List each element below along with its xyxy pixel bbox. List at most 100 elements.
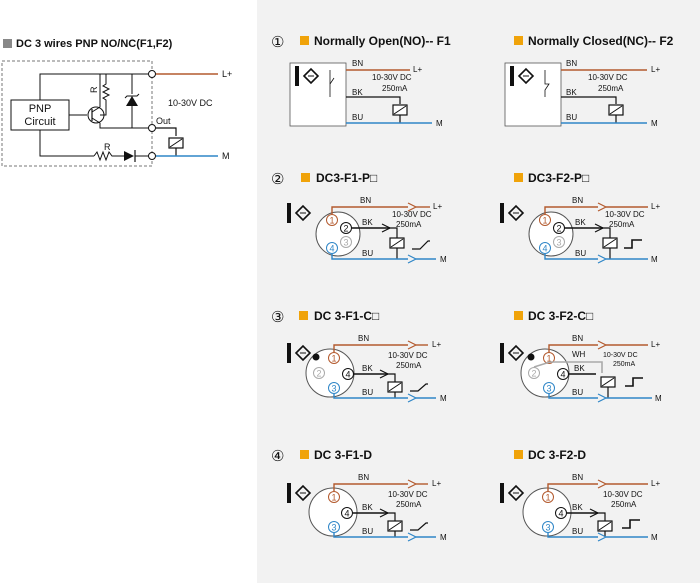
pin-2: 2 <box>556 224 561 234</box>
lplus-label: L+ <box>651 202 660 211</box>
lplus-label: L+ <box>432 479 441 488</box>
section-number: ① <box>271 34 284 51</box>
bk-label: BK <box>352 88 363 97</box>
r2-label: R <box>104 142 111 152</box>
section-number: ③ <box>271 309 284 326</box>
pin-3: 3 <box>331 384 336 394</box>
title-square <box>301 173 310 182</box>
bu-label: BU <box>572 527 583 536</box>
pin-3: 3 <box>331 523 336 533</box>
lplus-label: L+ <box>433 202 442 211</box>
title-square <box>300 450 309 459</box>
section-2: ② DC3-F1-P□ DC3-F2-P□ 1 2 3 4 BN L+ 10-3… <box>271 171 660 264</box>
wh-label: WH <box>572 350 586 359</box>
current-label: 250mA <box>396 500 422 509</box>
bn-label: BN <box>566 59 577 68</box>
title-square <box>299 311 308 320</box>
zener-diode <box>126 96 138 106</box>
section-1: ① Normally Open(NO)-- F1 Normally Closed… <box>271 34 674 128</box>
lplus-label: L+ <box>651 479 660 488</box>
current-label: 250mA <box>611 500 637 509</box>
m-label: M <box>651 119 658 128</box>
connector-diagram-f2-c: 1 2 4 3 BN L+ WH 10-30V DC 250mA BK BU M <box>499 334 662 403</box>
section-number: ④ <box>271 448 284 465</box>
pin-3: 3 <box>546 384 551 394</box>
m-label: M <box>440 533 447 542</box>
bu-label: BU <box>352 113 363 122</box>
voltage-label: 10-30V DC <box>388 351 428 360</box>
bu-label: BU <box>572 388 583 397</box>
r1-label: R <box>89 86 99 93</box>
pin-1: 1 <box>331 354 336 364</box>
voltage-label: 10-30V DC <box>605 210 645 219</box>
current-label: 250mA <box>598 84 624 93</box>
pin-4: 4 <box>345 370 350 380</box>
current-label: 250mA <box>382 84 408 93</box>
left-title: DC 3 wires PNP NO/NC(F1,F2) <box>16 38 173 50</box>
m-label: M <box>651 533 658 542</box>
bk-label: BK <box>574 364 585 373</box>
terminal-out <box>148 124 156 132</box>
title-square <box>514 311 523 320</box>
bk-label: BK <box>572 503 583 512</box>
m-label: M <box>655 394 662 403</box>
terminal-lplus <box>148 70 156 78</box>
lplus-label: L+ <box>432 340 441 349</box>
title-square <box>514 173 523 182</box>
pin-2: 2 <box>531 369 536 379</box>
bk-label: BK <box>575 218 586 227</box>
bk-label: BK <box>362 503 373 512</box>
m-label: M <box>440 394 447 403</box>
pnp-label: PNP <box>29 103 52 115</box>
section-title-left: DC 3-F1-C□ <box>314 309 379 323</box>
diode <box>124 151 134 161</box>
current-label: 250mA <box>613 361 636 368</box>
resistor-r1 <box>100 74 111 116</box>
section-title-right: Normally Closed(NC)-- F2 <box>528 34 674 48</box>
bn-label: BN <box>358 473 369 482</box>
voltage-label: 10-30V DC <box>603 352 638 359</box>
pin-4: 4 <box>542 244 547 254</box>
bn-label: BN <box>352 59 363 68</box>
m-label: M <box>440 255 447 264</box>
m-label: M <box>222 151 230 161</box>
title-square <box>3 39 12 48</box>
section-title-left: DC 3-F1-D <box>314 448 372 462</box>
connector-diagram-f2-d: 1 4 3 BN L+ 10-30V DC 250mA BK BU M <box>499 473 660 542</box>
bu-label: BU <box>362 527 373 536</box>
m-label: M <box>436 119 443 128</box>
title-square <box>300 36 309 45</box>
pin-2: 2 <box>316 369 321 379</box>
section-title-right: DC 3-F2-C□ <box>528 309 593 323</box>
lplus-label: L+ <box>651 340 660 349</box>
voltage-label: 10-30V DC <box>388 490 428 499</box>
bk-label: BK <box>362 218 373 227</box>
pin-4: 4 <box>560 370 565 380</box>
bk-label: BK <box>566 88 577 97</box>
connector-diagram-f1-c: 1 2 4 3 BN L+ 10-30V DC 250mA BK BU M <box>286 334 447 403</box>
bn-label: BN <box>572 473 583 482</box>
current-label: 250mA <box>396 220 422 229</box>
title-square <box>514 450 523 459</box>
lplus-label: L+ <box>222 69 232 79</box>
m-label: M <box>651 255 658 264</box>
section-number: ② <box>271 171 284 188</box>
pin-1: 1 <box>542 216 547 226</box>
section-3: ③ DC 3-F1-C□ DC 3-F2-C□ 1 2 4 3 BN L+ 10… <box>271 309 662 403</box>
section-4: ④ DC 3-F1-D DC 3-F2-D 1 4 3 BN L+ 10-30V… <box>271 448 660 542</box>
pin-1: 1 <box>546 354 551 364</box>
pin-1: 1 <box>329 216 334 226</box>
bu-label: BU <box>362 249 373 258</box>
title-square <box>514 36 523 45</box>
section-title-left: Normally Open(NO)-- F1 <box>314 34 451 48</box>
pnp-circuit-box <box>10 99 70 131</box>
bn-label: BN <box>358 334 369 343</box>
lplus-label: L+ <box>413 65 422 74</box>
bn-label: BN <box>572 334 583 343</box>
lplus-label: L+ <box>651 65 660 74</box>
pin-3: 3 <box>545 523 550 533</box>
section-title-right: DC 3-F2-D <box>528 448 586 462</box>
voltage-label: 10-30V DC <box>372 73 412 82</box>
pin-4: 4 <box>344 509 349 519</box>
bn-label: BN <box>360 196 371 205</box>
